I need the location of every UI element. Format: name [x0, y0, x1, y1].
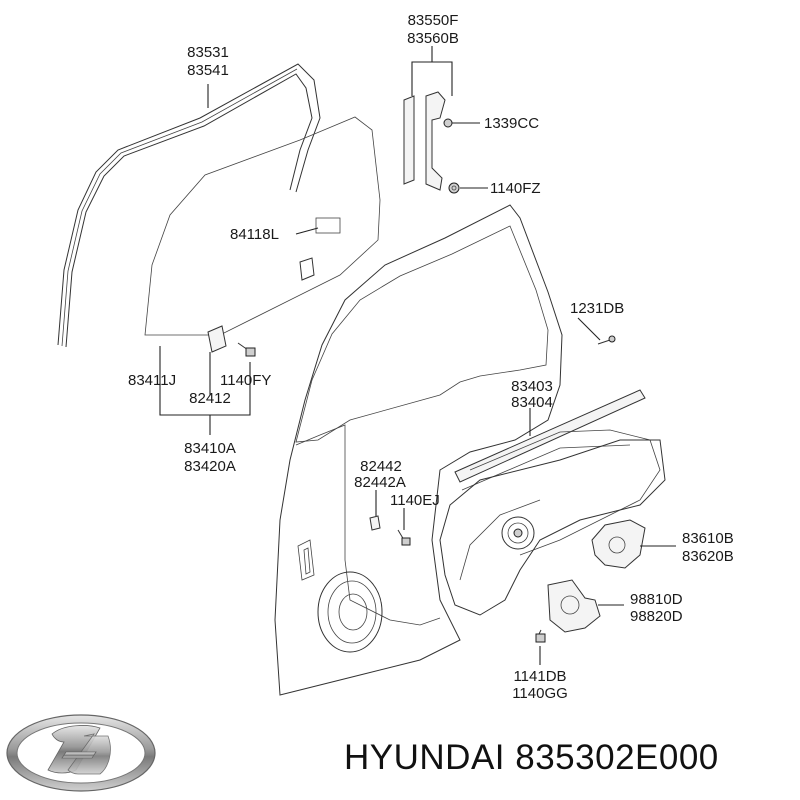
label-83403: 83403: [511, 378, 553, 395]
label-83420a: 83420A: [184, 458, 236, 475]
handle-opening: [297, 539, 315, 581]
label-1140fy: 1140FY: [220, 372, 272, 389]
bolt-1140fy: [237, 342, 256, 357]
bolt-1231db: [597, 335, 616, 345]
label-83404: 83404: [511, 394, 553, 411]
brand-part-number: HYUNDAI 835302E000: [344, 738, 719, 777]
label-1339cc: 1339CC: [484, 115, 540, 132]
rear-window-channel: [403, 91, 446, 191]
label-1140fz: 1140FZ: [490, 180, 541, 197]
glass-clip: [299, 257, 315, 281]
label-83550f: 83550F: [407, 12, 459, 29]
label-83411j: 83411J: [128, 372, 177, 389]
regulator-plate: [439, 439, 666, 616]
label-82442a: 82442A: [354, 474, 406, 491]
label-1140gg: 1140GG: [512, 685, 568, 702]
bracket-82442: [369, 515, 381, 531]
label-83541: 83541: [187, 62, 229, 79]
label-1140ej: 1140EJ: [390, 492, 440, 509]
label-83620b: 83620B: [682, 548, 734, 565]
bolt-1140fz: [448, 182, 460, 194]
label-1231db: 1231DB: [570, 300, 625, 317]
leader-lines: [159, 46, 676, 665]
bolt-1140ej: [397, 529, 411, 546]
label-83560b: 83560B: [407, 30, 459, 47]
glass-label-sticker: [315, 217, 341, 234]
hyundai-logo-icon: [6, 714, 156, 792]
label-83410a: 83410A: [184, 440, 236, 457]
label-83610b: 83610B: [682, 530, 734, 547]
label-84118l: 84118L: [230, 226, 279, 243]
label-98810d: 98810D: [630, 591, 683, 608]
glass-run-weatherstrip: [57, 63, 321, 348]
regulator-gear: [501, 516, 535, 550]
regulator-motor: [547, 579, 601, 633]
door-speaker: [317, 571, 383, 653]
label-83531: 83531: [187, 44, 229, 61]
label-98820d: 98820D: [630, 608, 683, 625]
label-82412: 82412: [189, 390, 231, 407]
screw-1339cc: [443, 118, 453, 128]
glass-channel-bracket: [207, 325, 227, 353]
label-1141db: 1141DB: [513, 668, 567, 685]
door-glass: [144, 116, 381, 336]
label-82442: 82442: [360, 458, 402, 475]
door-panel: [274, 204, 563, 696]
door-latch: [591, 519, 646, 569]
bolt-1141db: [535, 629, 546, 643]
